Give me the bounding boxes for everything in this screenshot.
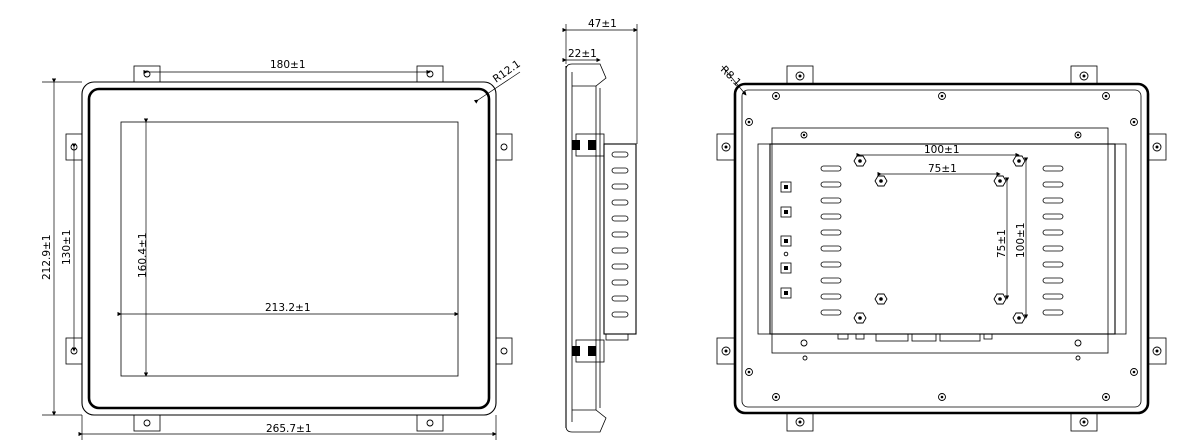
dim-vesa-outer-vertical: 100±1 (1015, 222, 1027, 258)
rear-outer-frame (733, 82, 1150, 415)
front-right-bracket-top (495, 133, 513, 161)
rear-left-bracket-bottom (716, 337, 736, 365)
rear-bottom-bracket-left (786, 412, 814, 432)
dim-screen-height: 160.4±1 (137, 232, 149, 278)
side-vent-slots (611, 151, 629, 318)
rear-right-bracket-bottom (1147, 337, 1167, 365)
dim-overall-height: 212.9±1 (41, 234, 53, 280)
rear-control-buttons (780, 181, 792, 299)
dim-bezel-depth: 22±1 (568, 48, 597, 60)
front-bottom-bracket-left (133, 414, 161, 432)
dim-front-corner-radius: R12.1 (491, 58, 523, 85)
rear-bottom-bracket-right (1070, 412, 1098, 432)
vesa-mount-holes (853, 155, 1026, 324)
rear-right-vent-slots (1042, 165, 1064, 316)
front-outer-frame (81, 81, 497, 416)
front-top-bracket-right (416, 65, 444, 83)
front-right-bracket-bottom (495, 337, 513, 365)
rear-view: 100±1 75±1 75±1 100±1 R8.1 (716, 64, 1167, 432)
rear-top-bracket-right (1070, 65, 1098, 85)
rear-right-bracket-top (1147, 133, 1167, 161)
dim-depth: 47±1 (588, 18, 617, 30)
rear-mounting-plate (771, 127, 1109, 354)
dim-screen-width: 213.2±1 (265, 302, 311, 314)
dim-vesa-inner-vertical: 75±1 (996, 229, 1008, 258)
rear-bottom-connectors (837, 333, 993, 342)
front-top-bracket-left (133, 65, 161, 83)
front-bezel (87, 87, 491, 410)
rear-perimeter-screws (745, 92, 1138, 401)
front-screen-area (120, 121, 459, 377)
rear-inner-frame (741, 89, 1142, 408)
rear-left-vent-slots (820, 165, 842, 316)
dim-top-width: 180±1 (270, 59, 306, 71)
dim-vesa-outer-horizontal: 100±1 (924, 144, 960, 156)
front-bottom-bracket-right (416, 414, 444, 432)
rear-top-bracket-left (786, 65, 814, 85)
front-view: 180±1 R12.1 212.9±1 130±1 160.4±1 213.2±… (41, 58, 523, 440)
dim-bracket-spacing: 130±1 (61, 229, 73, 265)
rear-left-bracket-top (716, 133, 736, 161)
side-view: 47±1 22±1 (562, 18, 638, 433)
dim-vesa-inner-horizontal: 75±1 (928, 163, 957, 175)
dim-overall-width: 265.7±1 (266, 423, 312, 435)
